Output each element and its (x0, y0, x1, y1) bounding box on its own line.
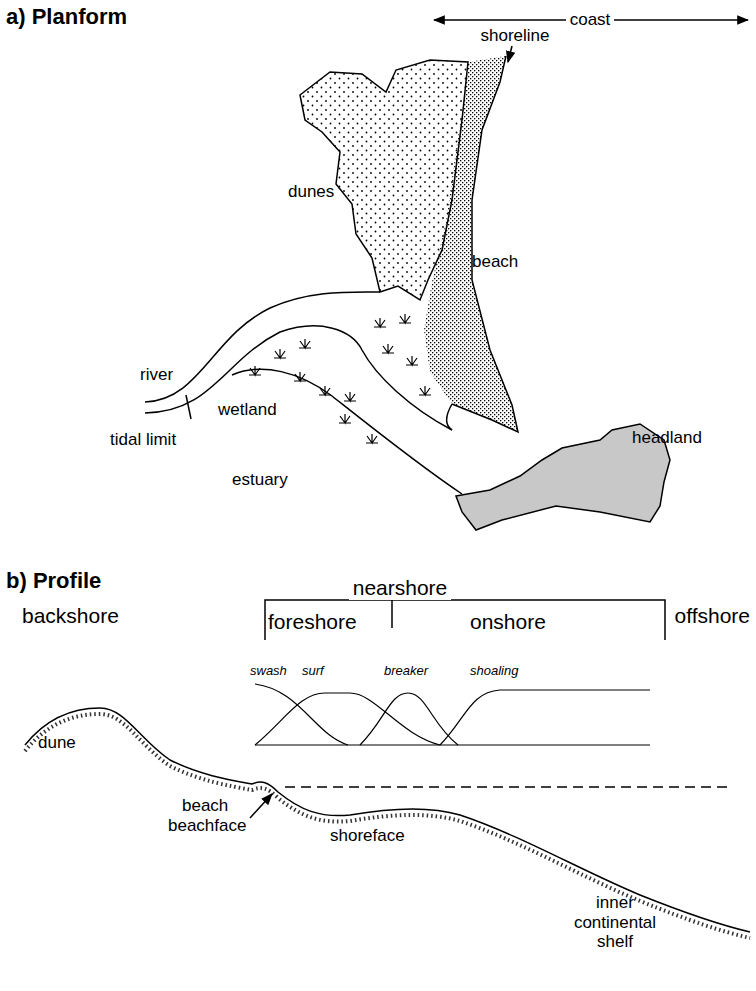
surf-curve (255, 693, 440, 745)
plant-symbol (299, 339, 311, 348)
plant-symbol (366, 434, 378, 443)
river-bank (145, 292, 380, 402)
profile-line (25, 708, 750, 932)
plant-symbol (406, 356, 418, 365)
shoaling-curve (440, 690, 650, 745)
zone-label: beach (182, 796, 228, 816)
zone-label: beachface (168, 816, 246, 836)
panel-heading: b) Profile (6, 568, 101, 593)
beach-region (424, 56, 518, 432)
estuary-bank (232, 369, 462, 494)
plant-symbol (374, 318, 386, 327)
leader-line (508, 46, 512, 62)
zone-label: wetland (218, 400, 277, 420)
zone-label: dune (38, 733, 76, 753)
zone-label: beach (472, 252, 518, 272)
zone-label: dunes (288, 182, 334, 202)
zone-label: onshore (470, 610, 546, 634)
baseline (255, 744, 650, 745)
tidal-limit-mark (186, 395, 191, 419)
shoreline-line (452, 56, 518, 432)
zone-label: shoreline (481, 26, 550, 46)
plant-symbol (319, 386, 331, 395)
sediment-layer (25, 714, 750, 938)
zone-label: backshore (22, 604, 119, 628)
zone-label: coast (566, 10, 615, 30)
water-line (285, 786, 732, 788)
zone-label: estuary (232, 470, 288, 490)
plant-symbol (249, 366, 261, 375)
zone-label: river (140, 365, 173, 385)
zone-label: foreshore (268, 610, 357, 634)
river-bank (145, 326, 452, 430)
plant-symbol (294, 372, 306, 381)
zone-label: offshore (675, 604, 751, 628)
plant-symbol (344, 392, 356, 401)
plant-symbol (274, 349, 286, 358)
zone-label: headland (632, 428, 702, 448)
plant-symbol (382, 344, 394, 353)
zone-bracket (265, 600, 665, 640)
zone-label: swash (250, 664, 287, 679)
zone-label: nearshore (349, 576, 452, 600)
zone-label: surf (302, 664, 324, 679)
plant-symbol (419, 386, 431, 395)
zone-label: shoaling (470, 664, 518, 679)
zone-label: inner continental shelf (567, 893, 663, 952)
wetland-plants (249, 314, 431, 443)
zone-label: tidal limit (110, 430, 176, 450)
zone-label: breaker (384, 664, 428, 679)
plant-symbol (399, 314, 411, 323)
wetland-edge (447, 404, 452, 430)
plant-symbol (339, 414, 351, 423)
zone-label: shoreface (330, 826, 405, 846)
panel-heading: a) Planform (6, 4, 127, 29)
breaker-curve (360, 693, 458, 745)
leader-line (250, 794, 272, 818)
